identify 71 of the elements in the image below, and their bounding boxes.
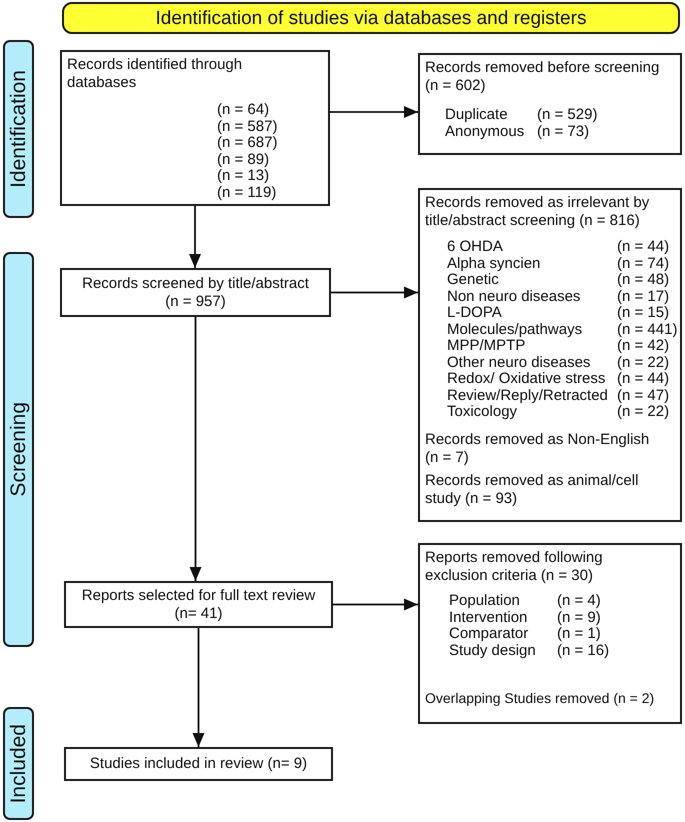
count-label: (n = 16) bbox=[557, 642, 610, 659]
process-box bbox=[64, 747, 333, 781]
category-label: Genetic bbox=[447, 272, 499, 288]
category-label: Other neuro diseases bbox=[447, 354, 592, 371]
category-label: Toxicology bbox=[447, 404, 518, 420]
box-heading: Records removed before screening (n = 602) bbox=[425, 59, 660, 95]
title-banner bbox=[62, 2, 680, 34]
note-text: Overlapping Studies removed (n = 2) bbox=[425, 689, 656, 707]
note-text: Records removed as Non-English (n = 7) bbox=[425, 430, 650, 466]
count-label: (n = 48) bbox=[617, 272, 670, 288]
process-box bbox=[60, 268, 331, 317]
phase-label: Screening bbox=[8, 402, 29, 497]
category-label: Population bbox=[449, 593, 521, 610]
box-text: Reports selected for full text review (n= 41) bbox=[80, 586, 316, 622]
arrow bbox=[192, 628, 204, 747]
count-label: (n = 73) bbox=[537, 124, 590, 140]
process-box bbox=[64, 581, 333, 628]
category-label: Intervention bbox=[449, 610, 528, 626]
arrow bbox=[330, 106, 418, 118]
count-label: (n = 22) bbox=[617, 354, 670, 371]
process-box bbox=[60, 50, 330, 206]
category-label: MPP/MPTP bbox=[447, 338, 526, 354]
count-label: (n = 42) bbox=[617, 338, 670, 354]
count-label: (n = 4) bbox=[557, 593, 602, 610]
count-label: (n = 22) bbox=[617, 404, 670, 420]
box-heading: Reports removed following exclusion criteria (n = 30) bbox=[425, 549, 604, 585]
banner-title: Identification of studies via databases and registers bbox=[156, 8, 586, 28]
phase-tab bbox=[3, 40, 34, 218]
count-label: (n = 89) bbox=[217, 152, 270, 168]
arrow bbox=[189, 206, 201, 268]
arrow bbox=[333, 598, 418, 610]
category-label: Review/Reply/Retracted bbox=[447, 388, 609, 404]
category-label: Anonymous bbox=[445, 124, 526, 140]
note-text: Records removed as animal/cell study (n = 93) bbox=[425, 472, 640, 508]
arrow bbox=[331, 286, 418, 298]
category-label: Redox/ Oxidative stress bbox=[447, 371, 606, 388]
count-label: (n = 15) bbox=[617, 305, 670, 322]
category-label: Duplicate bbox=[445, 107, 509, 124]
count-label: (n = 44) bbox=[617, 371, 670, 388]
count-label: (n = 44) bbox=[617, 239, 670, 256]
count-label: (n = 64) bbox=[217, 102, 270, 118]
category-label: Non neuro diseases bbox=[447, 288, 582, 305]
count-label: (n = 13) bbox=[217, 168, 270, 184]
count-label: (n = 687) bbox=[217, 135, 278, 152]
count-label: (n = 441) bbox=[617, 322, 678, 338]
arrow bbox=[190, 317, 202, 581]
category-label: L-DOPA bbox=[447, 305, 503, 322]
count-label: (n = 47) bbox=[617, 388, 670, 404]
category-label: 6 OHDA bbox=[447, 239, 504, 256]
count-label: (n = 9) bbox=[557, 610, 602, 626]
box-heading: Records removed as irrelevant by title/abstract screening (n = 816) bbox=[425, 194, 650, 230]
category-label: Molecules/pathways bbox=[447, 322, 584, 338]
phase-label: Identification bbox=[8, 70, 29, 188]
category-label: Comparator bbox=[449, 626, 530, 642]
phase-tab bbox=[3, 252, 34, 647]
phase-tab bbox=[3, 707, 34, 820]
process-box bbox=[418, 53, 682, 155]
category-label: Study design bbox=[449, 642, 537, 659]
count-label: (n = 119) bbox=[217, 184, 278, 201]
count-label: (n = 17) bbox=[617, 288, 670, 305]
count-label: (n = 587) bbox=[217, 118, 278, 135]
count-label: (n = 1) bbox=[557, 626, 602, 642]
count-label: (n = 74) bbox=[617, 256, 670, 272]
process-box bbox=[418, 188, 682, 522]
count-label: (n = 529) bbox=[537, 107, 598, 124]
box-text: Studies included in review (n= 9) bbox=[90, 755, 308, 773]
category-label: Alpha syncien bbox=[447, 256, 542, 272]
box-heading: Records identified through databases bbox=[67, 56, 244, 92]
process-box bbox=[418, 543, 682, 724]
box-text: Records screened by title/abstract (n = 957) bbox=[81, 274, 310, 310]
phase-label: Included bbox=[8, 724, 29, 804]
